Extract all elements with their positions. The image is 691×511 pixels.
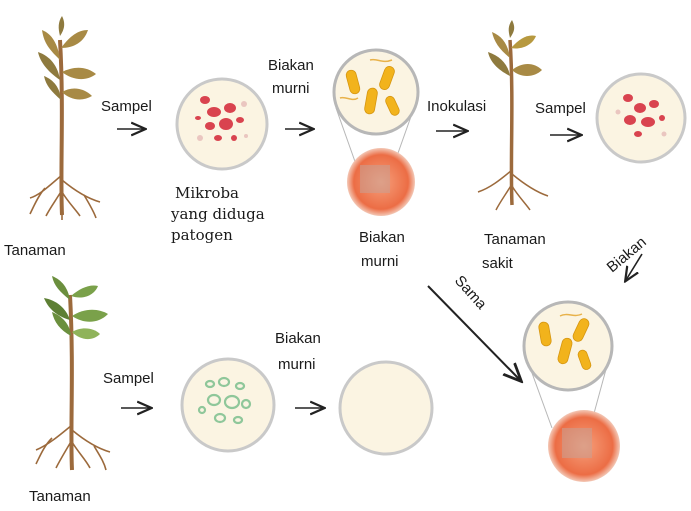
plant-top-icon bbox=[30, 16, 100, 220]
label-tanaman-sakit-1: Tanaman bbox=[484, 229, 546, 251]
label-biakan-diag: Biakan bbox=[604, 234, 650, 277]
bacteria-zoom-bottom bbox=[524, 302, 612, 428]
label-biakan-bottom-1: Biakan bbox=[275, 328, 321, 350]
label-sama-diag: Sama bbox=[451, 272, 490, 313]
label-biakan-top-1: Biakan bbox=[268, 55, 314, 77]
petri-dish-red-1 bbox=[177, 79, 267, 169]
label-sampel-3: Sampel bbox=[103, 368, 154, 390]
plant-bottom-icon bbox=[36, 276, 110, 470]
label-tanaman-top: Tanaman bbox=[4, 240, 66, 262]
label-biakan-mid-2: murni bbox=[361, 251, 399, 273]
agar-plate-top bbox=[347, 148, 415, 216]
label-biakan-top-2: murni bbox=[272, 78, 310, 100]
label-inokulasi: Inokulasi bbox=[427, 96, 486, 118]
petri-dish-green bbox=[182, 359, 274, 451]
label-tanaman-sakit-2: sakit bbox=[482, 253, 513, 275]
petri-dish-empty bbox=[340, 362, 432, 454]
label-tanaman-bottom: Tanaman bbox=[29, 486, 91, 508]
label-sampel-1: Sampel bbox=[101, 96, 152, 118]
label-mikroba-1: Mikroba bbox=[175, 183, 239, 204]
label-biakan-mid-1: Biakan bbox=[359, 227, 405, 249]
label-mikroba-3: patogen bbox=[171, 225, 233, 246]
petri-dish-red-2 bbox=[597, 74, 685, 162]
label-mikroba-2: yang diduga bbox=[171, 204, 265, 225]
agar-plate-bottom bbox=[548, 410, 620, 482]
label-sampel-2: Sampel bbox=[535, 98, 586, 120]
label-biakan-bottom-2: murni bbox=[278, 354, 316, 376]
